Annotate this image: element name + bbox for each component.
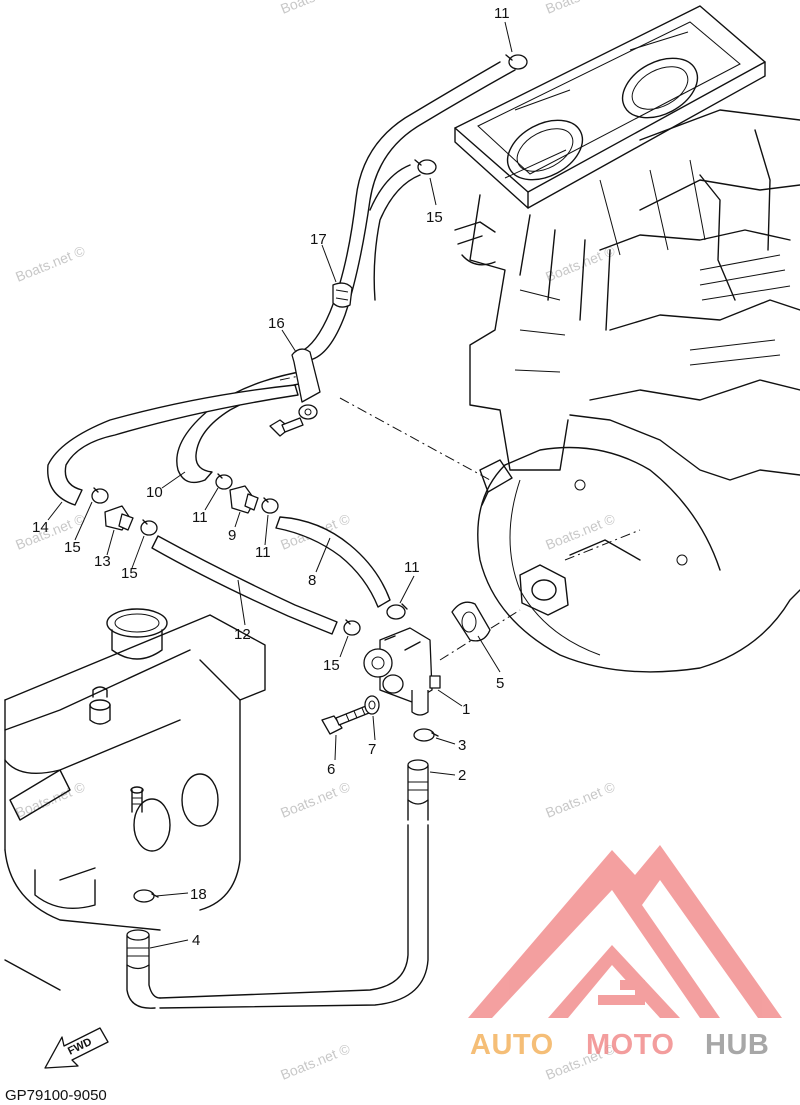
callout-12: 12 <box>234 626 251 643</box>
callout-13: 13 <box>94 553 111 570</box>
callout-17: 17 <box>310 231 327 248</box>
watermark: Boats.net © <box>543 510 618 553</box>
callout-7: 7 <box>368 741 376 758</box>
callout-11: 11 <box>192 509 208 526</box>
callout-18: 18 <box>190 886 207 903</box>
callout-9: 9 <box>228 527 236 544</box>
callout-15: 15 <box>121 565 138 582</box>
callout-10: 10 <box>146 484 163 501</box>
automotohub-logo: AUTO MOTO HUB <box>468 845 782 1061</box>
callout-15: 15 <box>64 539 81 556</box>
callout-3: 3 <box>458 737 466 754</box>
oil-tank <box>4 608 266 991</box>
logo-text-moto: MOTO <box>586 1029 674 1061</box>
watermark: Boats.net © <box>543 778 618 821</box>
logo-text-hub: HUB <box>705 1029 769 1061</box>
callout-5: 5 <box>496 675 504 692</box>
callout-15: 15 <box>323 657 340 674</box>
callout-1: 1 <box>462 701 470 718</box>
watermark: Boats.net © <box>543 0 618 17</box>
watermark: Boats.net © <box>278 1040 353 1083</box>
oil-lines <box>47 54 528 1009</box>
callout-15: 15 <box>426 209 443 226</box>
callout-2: 2 <box>458 767 466 784</box>
callout-numbers: 11 15 17 16 10 14 15 13 15 11 9 11 8 11 … <box>32 5 510 949</box>
callout-11: 11 <box>255 544 271 561</box>
callout-4: 4 <box>192 932 200 949</box>
callout-16: 16 <box>268 315 285 332</box>
callout-14: 14 <box>32 519 49 536</box>
callout-8: 8 <box>308 572 316 589</box>
forward-arrow-icon: FWD <box>44 1027 109 1069</box>
callout-6: 6 <box>327 761 335 778</box>
callout-11: 11 <box>494 5 510 22</box>
hose-clamps <box>91 54 528 903</box>
watermark: Boats.net © <box>278 0 353 17</box>
logo-text-auto: AUTO <box>470 1029 554 1061</box>
watermark: Boats.net © <box>13 242 88 285</box>
watermark: Boats.net © <box>13 778 88 821</box>
watermark: Boats.net © <box>278 778 353 821</box>
diagram-code: GP79100-9050 <box>5 1087 107 1104</box>
leader-lines <box>47 21 513 949</box>
callout-11: 11 <box>404 559 420 576</box>
watermark: Boats.net © <box>543 242 618 285</box>
engine-block <box>454 5 800 673</box>
